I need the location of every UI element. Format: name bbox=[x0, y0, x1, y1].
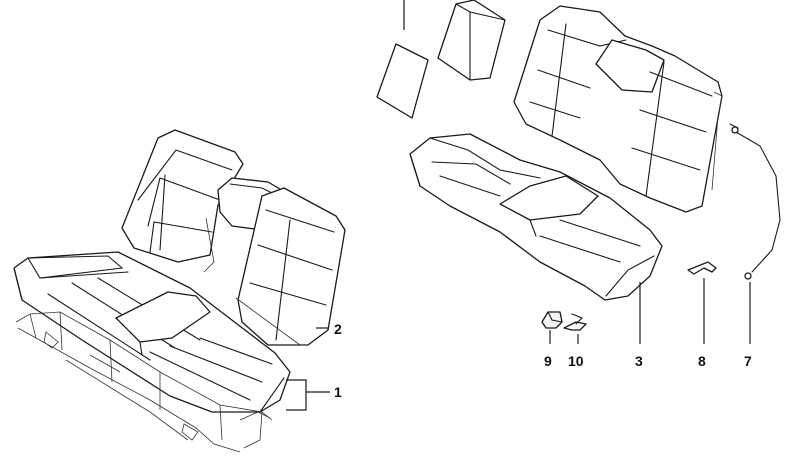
callout-labels: 1 2 3 7 8 9 10 bbox=[334, 321, 752, 400]
clip-part-9 bbox=[541, 311, 563, 329]
cable-part-7 bbox=[729, 123, 781, 280]
seat-cushion-part-3 bbox=[409, 133, 663, 301]
headrest-block bbox=[437, 0, 506, 81]
callout-1: 1 bbox=[334, 384, 342, 400]
rear-seat-assembly-left bbox=[13, 129, 346, 453]
callout-2: 2 bbox=[334, 321, 342, 337]
seat-wire-frame bbox=[15, 311, 273, 453]
backrest-panel bbox=[376, 0, 429, 119]
callout-9: 9 bbox=[544, 353, 552, 369]
hook-part-8 bbox=[687, 261, 717, 275]
leader-lines bbox=[286, 278, 751, 411]
callout-10: 10 bbox=[568, 353, 584, 369]
rear-seat-assembly-right bbox=[376, 0, 781, 331]
callout-7: 7 bbox=[744, 353, 752, 369]
seat-cushion-part-1 bbox=[13, 251, 291, 413]
leader-1 bbox=[286, 379, 330, 411]
bracket-part-10 bbox=[563, 313, 587, 331]
backrest-part-2 bbox=[121, 129, 346, 346]
callout-8: 8 bbox=[698, 353, 706, 369]
backrest-upper bbox=[513, 5, 723, 213]
callout-3: 3 bbox=[635, 353, 643, 369]
